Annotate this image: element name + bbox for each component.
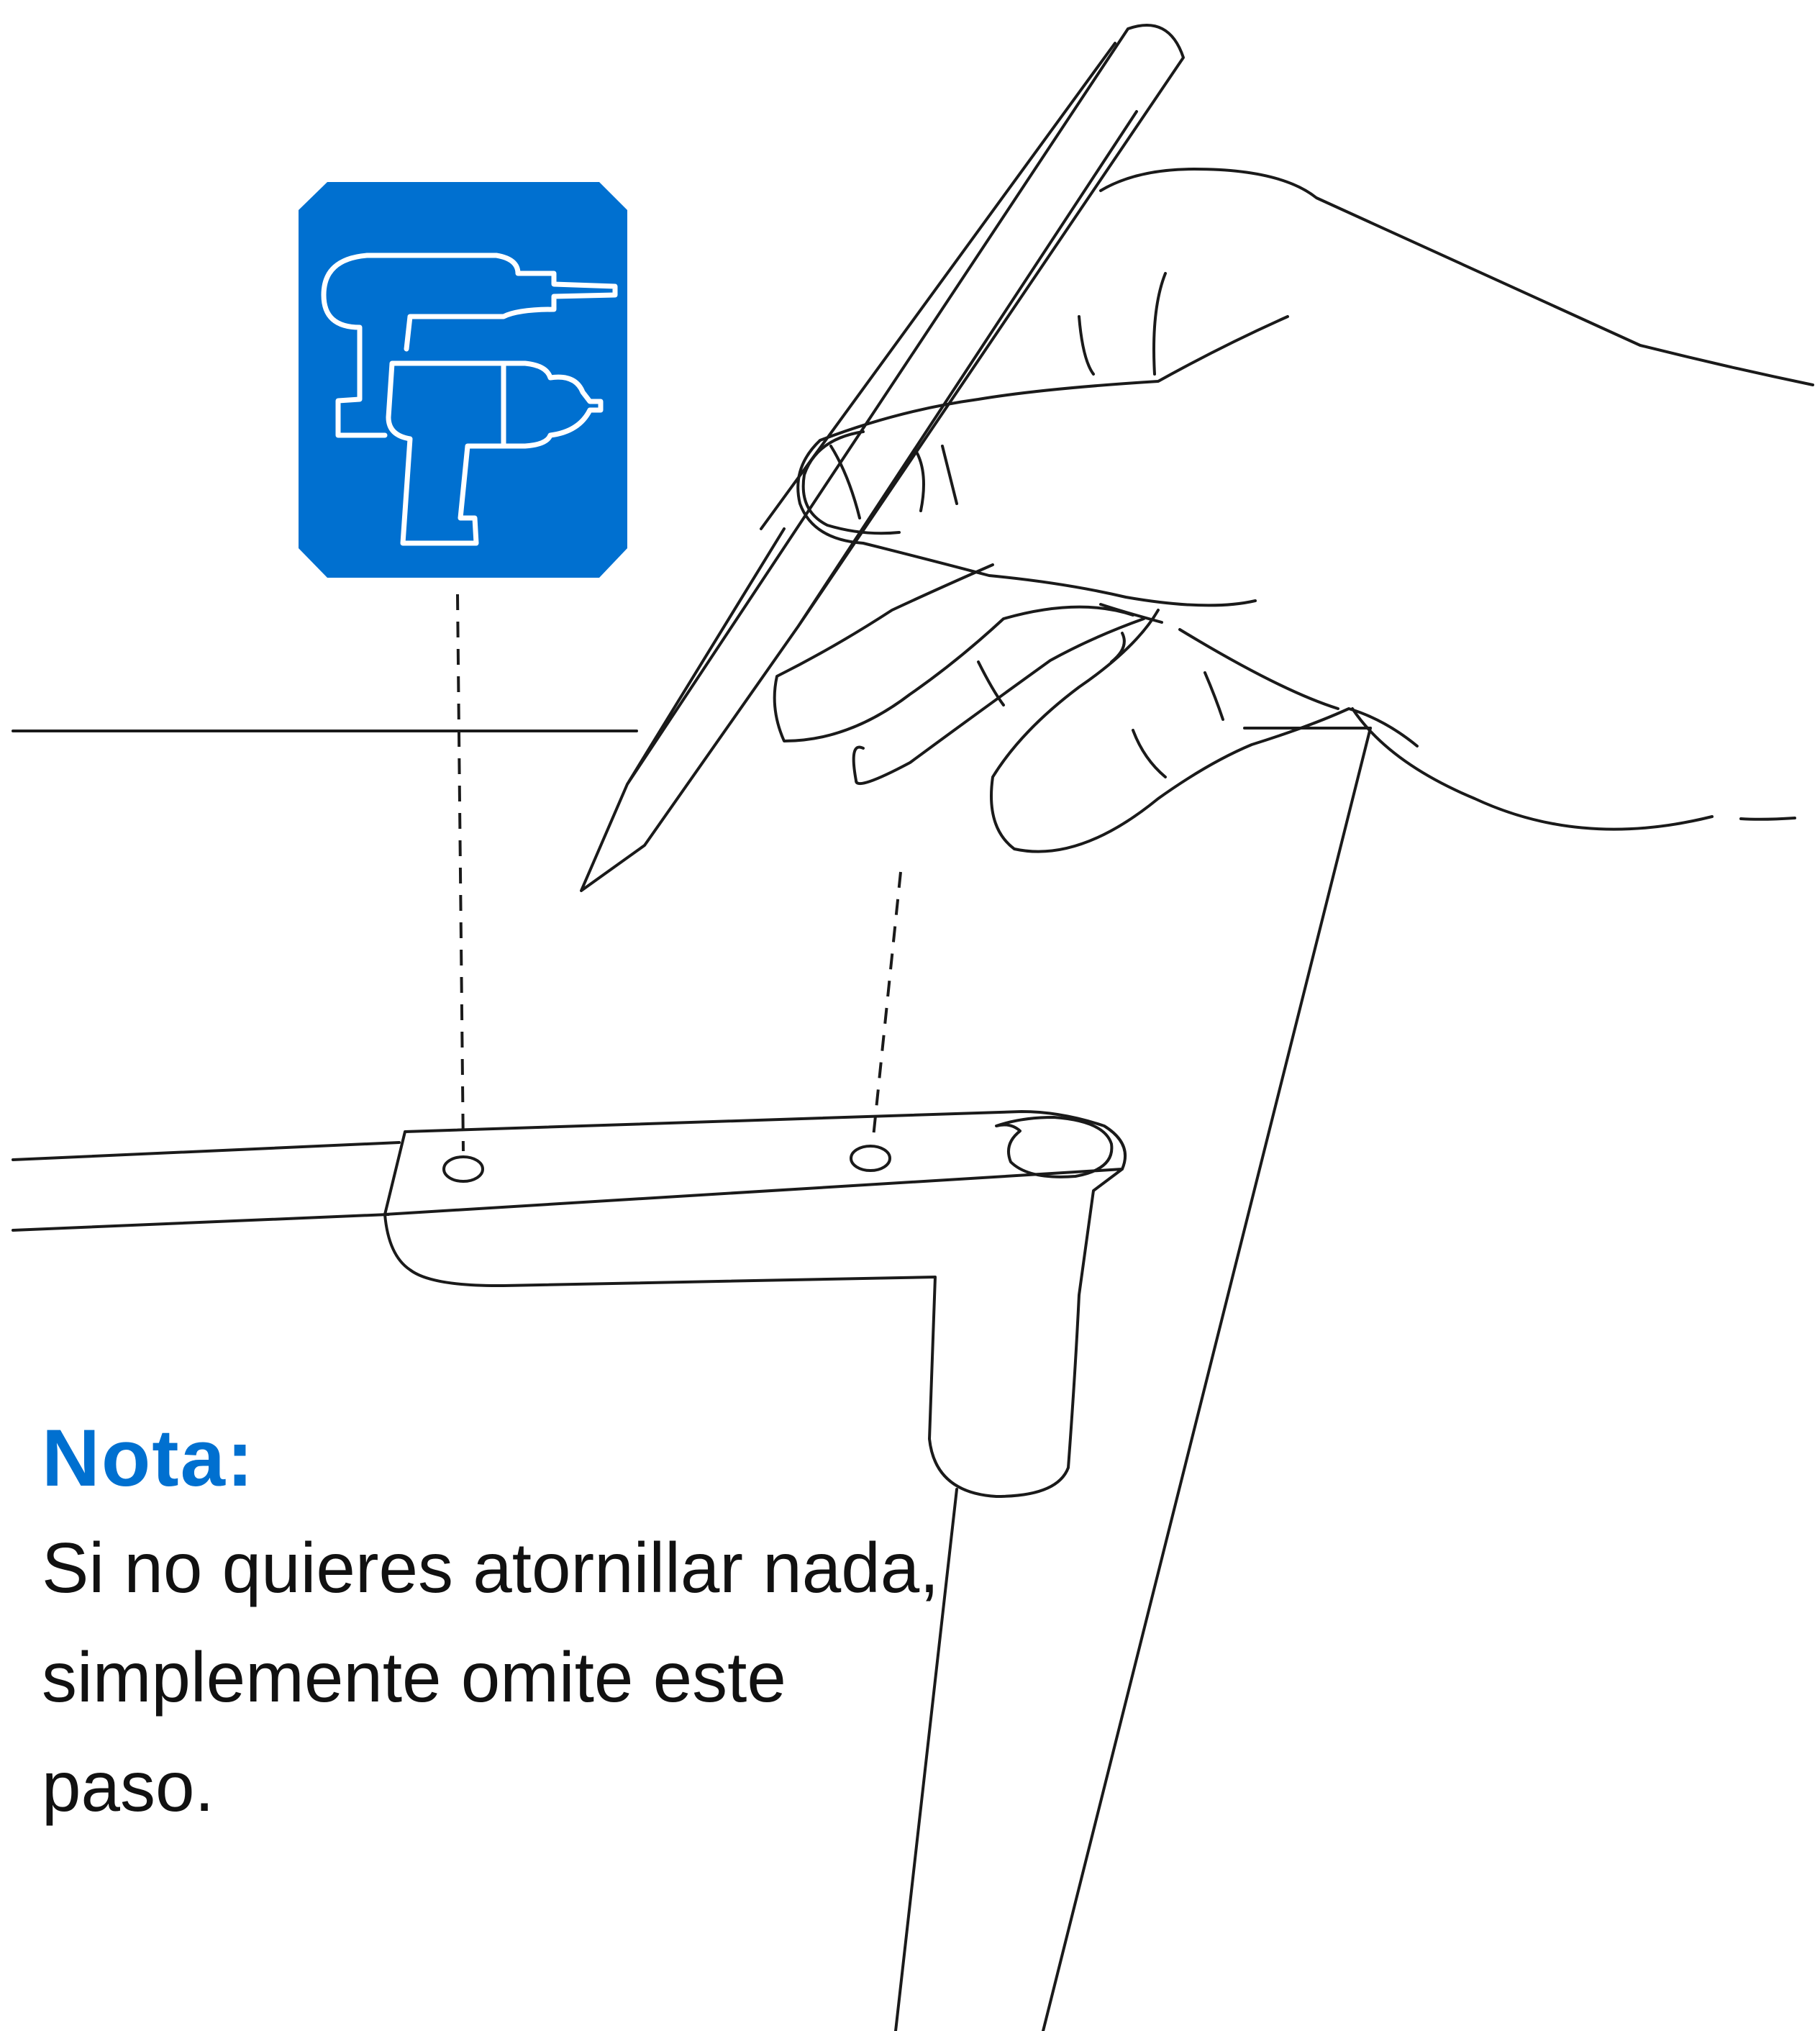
table-leg <box>894 727 1372 2031</box>
hand <box>773 168 1814 853</box>
hand-creases <box>916 272 1224 778</box>
pencil-highlight <box>760 42 1116 530</box>
bracket <box>383 1110 1127 1498</box>
guide-line-drill <box>456 594 465 1152</box>
note-body: Si no quieres atornillar nada, simplemen… <box>42 1528 939 1827</box>
hand-thumb <box>801 430 901 535</box>
drill-icon-badge <box>299 182 627 578</box>
pencil <box>580 24 1185 892</box>
note: Nota: Si no quieres atornillar nada, sim… <box>42 1410 941 1842</box>
drill-icon-front <box>386 360 604 546</box>
bracket-slot <box>995 1116 1114 1178</box>
guide-line-pencil <box>871 871 902 1145</box>
screw-hole <box>850 1145 891 1172</box>
drill-icon <box>299 182 627 578</box>
drill-icon-back <box>321 253 618 438</box>
note-title: Nota: <box>42 1413 255 1503</box>
rail <box>12 1141 401 1232</box>
screw-hole <box>442 1155 484 1183</box>
